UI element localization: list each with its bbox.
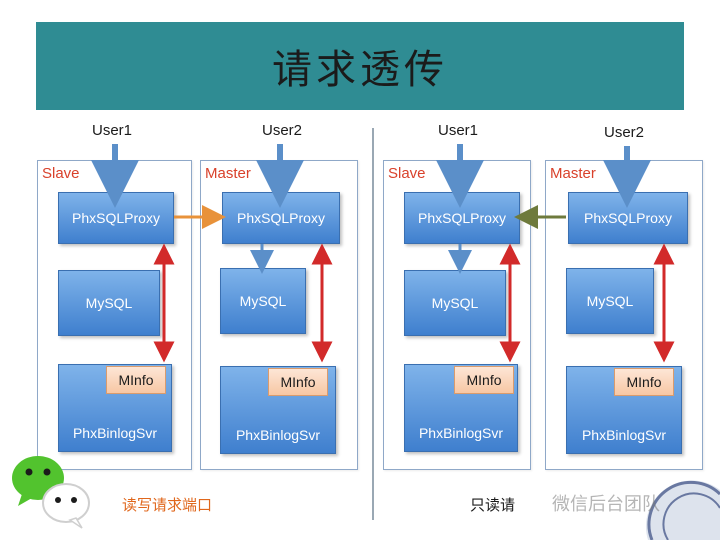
left-master-minfo-tag: MInfo: [268, 368, 328, 396]
left-user2-label: User2: [262, 122, 303, 139]
left-user1-label: User1: [92, 122, 133, 139]
watermark-text: 微信后台团队: [552, 494, 660, 515]
left-master-label: Master: [205, 165, 251, 182]
right-slave-mysql-node: MySQL: [404, 270, 506, 336]
seal-watermark-icon: [645, 480, 720, 540]
right-user1-label: User1: [438, 122, 479, 139]
wechat-logo-icon: [12, 456, 90, 529]
right-slave-minfo-tag: MInfo: [454, 366, 514, 394]
left-master-mysql-node: MySQL: [220, 268, 306, 334]
left-slave-minfo-tag: MInfo: [106, 366, 166, 394]
right-slave-label: Slave: [388, 165, 426, 182]
right-master-mysql-node: MySQL: [566, 268, 654, 334]
left-slave-label: Slave: [42, 165, 80, 182]
panel-divider: [372, 128, 374, 520]
right-master-minfo-tag: MInfo: [614, 368, 674, 396]
page-title: 请求透传: [272, 47, 448, 93]
right-master-label: Master: [550, 165, 596, 182]
right-caption: 只读请: [470, 496, 516, 514]
right-user2-label: User2: [604, 124, 645, 141]
left-slave-mysql-node: MySQL: [58, 270, 160, 336]
left-caption: 读写请求端口: [122, 496, 213, 514]
title-bar: 请求透传: [36, 22, 684, 110]
